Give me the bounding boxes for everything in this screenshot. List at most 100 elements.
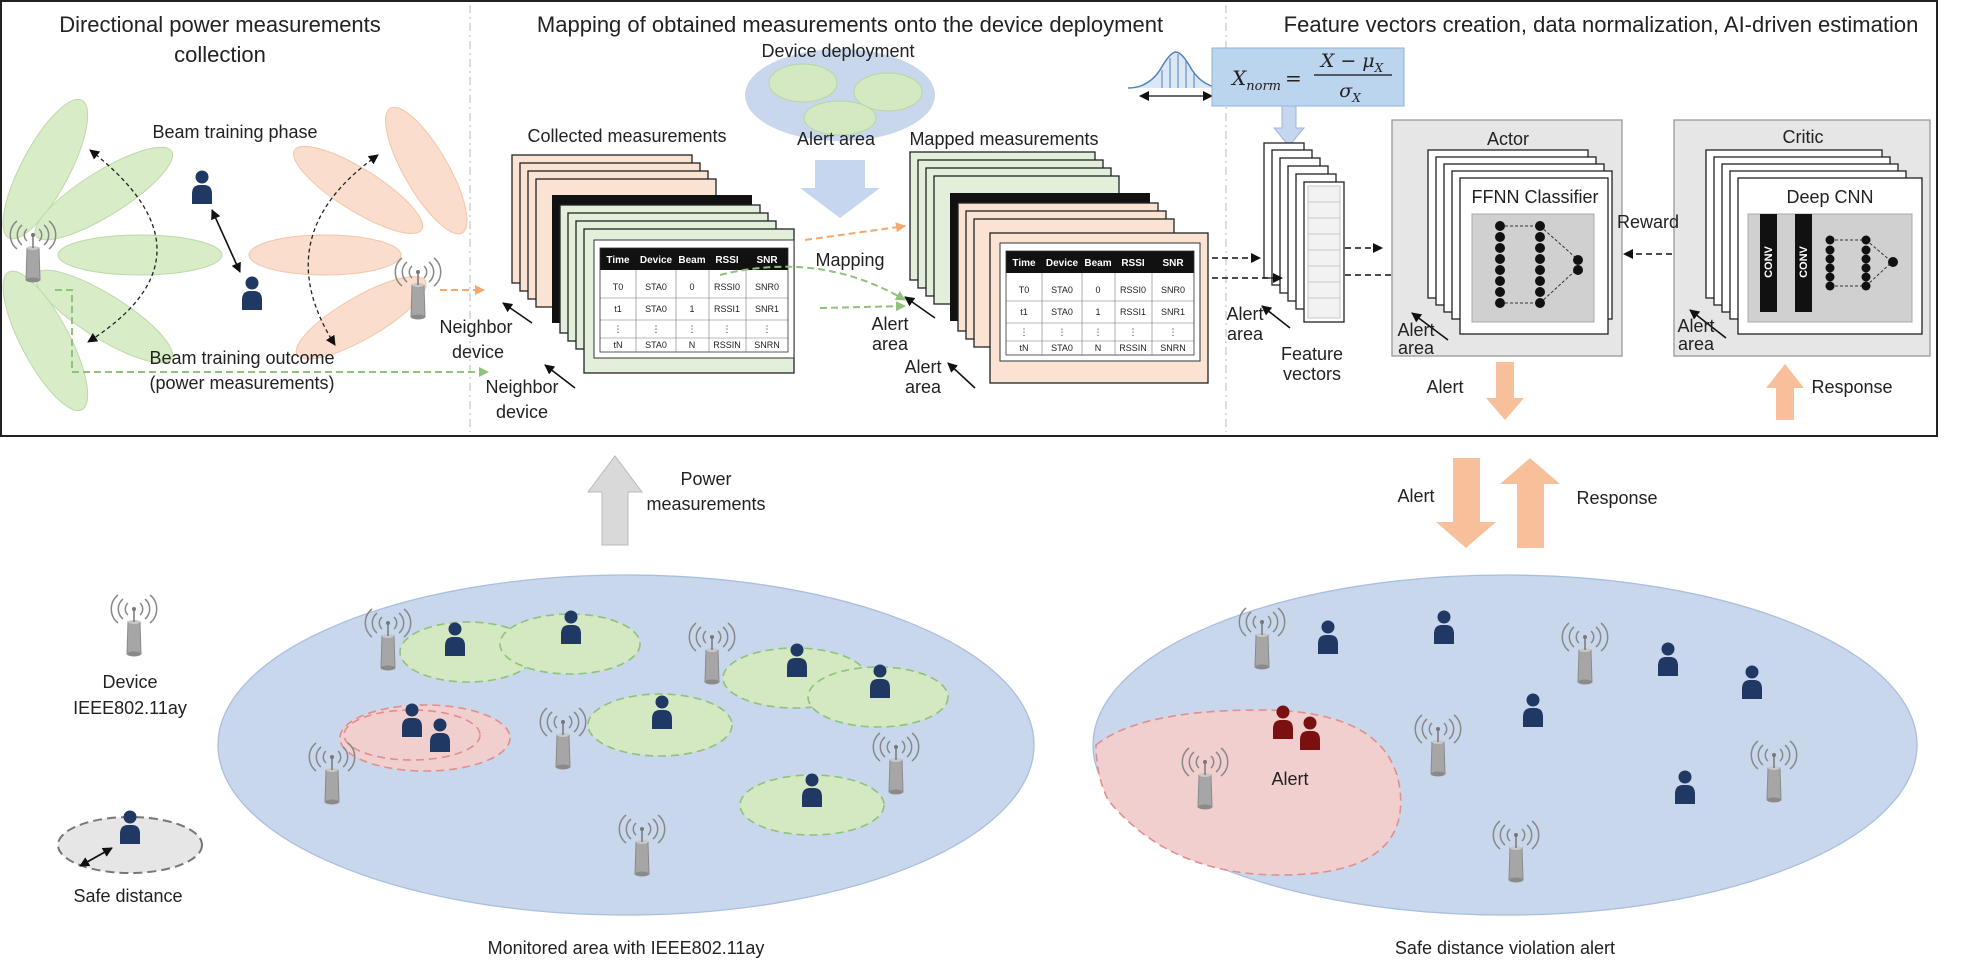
table-cell: STA0 [1051, 285, 1073, 295]
estimation-title: Feature vectors creation, data normaliza… [1284, 12, 1919, 37]
table-header-cell: Device [640, 255, 673, 266]
conv-label: CONV [1763, 245, 1775, 277]
deep-cnn-label: Deep CNN [1786, 187, 1873, 207]
legend-device-label: IEEE802.11ay [73, 698, 187, 718]
area-label: area [1227, 324, 1264, 344]
formula-lhs: Xnorm= [1230, 66, 1302, 94]
collected-measurements-label: Collected measurements [527, 126, 726, 146]
orange-sweep-arrow [307, 154, 379, 346]
response-up-arrow [1500, 458, 1560, 548]
deployment-zone [853, 72, 923, 112]
pointer-line [502, 302, 533, 324]
pointer-line [947, 362, 976, 389]
table-cell: ⋮ [614, 324, 623, 334]
formula-denominator: σX [1339, 80, 1361, 105]
table-cell: STA0 [645, 282, 667, 292]
normalization-down-arrow [1272, 105, 1306, 147]
table-cell: ⋮ [1020, 327, 1029, 337]
table-cell: RSSIN [1119, 343, 1147, 353]
table-header-cell: Device [1046, 258, 1079, 269]
legend-distance-arrow [79, 847, 113, 867]
alert-out-label: Alert [1426, 377, 1463, 397]
link-arrow [211, 209, 241, 273]
table-cell: RSSI0 [714, 282, 740, 292]
table-cell: t1 [614, 304, 622, 314]
table-cell: 1 [689, 304, 694, 314]
table-cell: tN [614, 340, 623, 350]
gaussian-icon [1127, 51, 1225, 101]
alert-label: Alert [871, 314, 908, 334]
outcome-label-line2: (power measurements) [149, 373, 334, 393]
formula-numerator: X − μX [1319, 50, 1384, 75]
table-cell: tN [1020, 343, 1029, 353]
response-in-label: Response [1811, 377, 1892, 397]
alert-zone-label: Alert [1271, 769, 1308, 789]
alert-out-arrow [1486, 362, 1524, 420]
table-header-cell: Beam [678, 255, 705, 266]
alert-down-arrow [1436, 458, 1496, 548]
feature-vectors-label: Feature [1281, 344, 1343, 364]
table-cell: RSSIN [713, 340, 741, 350]
table-cell: STA0 [1051, 343, 1073, 353]
legend-device-label: Device [102, 672, 157, 692]
table-cell: N [689, 340, 696, 350]
table-cell: SNR0 [1161, 285, 1185, 295]
table-cell: ⋮ [763, 324, 772, 334]
area-label: area [1678, 334, 1715, 354]
mapping-title: Mapping of obtained measurements onto th… [537, 12, 1163, 37]
table-header-cell: SNR [756, 255, 778, 266]
table-cell: RSSI1 [1120, 307, 1146, 317]
table-cell: 0 [689, 282, 694, 292]
pointer-line [1411, 312, 1449, 341]
collection-title-line2: collection [174, 42, 266, 67]
mapped-measurements-label: Mapped measurements [909, 129, 1098, 149]
actor-label: Actor [1487, 129, 1529, 149]
alert-label: Alert [1677, 316, 1714, 336]
area-label: area [905, 377, 942, 397]
legend-safe-distance-label: Safe distance [73, 886, 182, 906]
power-measurements-up-arrow [587, 455, 643, 546]
feature-vector-cells [1307, 185, 1341, 319]
table-cell: SNR1 [755, 304, 779, 314]
green-mapping-arrow [719, 265, 906, 301]
table-cell: ⋮ [1169, 327, 1178, 337]
table-cell: STA0 [645, 304, 667, 314]
table-header-cell: RSSI [715, 255, 739, 266]
power-measurements-label: Power [680, 469, 731, 489]
conv-layer [1760, 214, 1777, 312]
response-label: Response [1576, 488, 1657, 508]
table-header-cell: Time [606, 255, 630, 266]
device-label: device [452, 342, 504, 362]
deployment-zone [768, 63, 838, 103]
table-cell: ⋮ [1129, 327, 1138, 337]
orange-mapping-arrow [804, 222, 906, 241]
critic-label: Critic [1783, 127, 1824, 147]
alert-label: Alert [1397, 486, 1434, 506]
green-mapping-arrow [819, 301, 906, 312]
green-sweep-arrow [87, 149, 158, 343]
table-cell: 0 [1095, 285, 1100, 295]
normalization-formula-box [1211, 47, 1405, 107]
table-cell: SNR1 [1161, 307, 1185, 317]
table-header-cell: RSSI [1121, 258, 1145, 269]
table-header-cell: Beam [1084, 258, 1111, 269]
feature-vectors-label: vectors [1283, 364, 1341, 384]
monitored-area-label: Monitored area with IEEE802.11ay [488, 938, 765, 958]
alert-label: Alert [904, 357, 941, 377]
green-flow-arrow [55, 289, 489, 377]
ffnn-network [1495, 221, 1583, 308]
response-in-arrow [1766, 364, 1804, 420]
table-cell: T0 [613, 282, 624, 292]
table-cell: STA0 [645, 340, 667, 350]
area-label: area [872, 334, 909, 354]
table-cell: ⋮ [688, 324, 697, 334]
table-cell: ⋮ [652, 324, 661, 334]
mapping-down-arrow [800, 160, 880, 218]
table-cell: ⋮ [723, 324, 732, 334]
device-label: device [496, 402, 548, 422]
alert-area-label: Alert area [797, 129, 876, 149]
table-cell: t1 [1020, 307, 1028, 317]
area-label: area [1398, 338, 1435, 358]
table-cell: T0 [1019, 285, 1030, 295]
table-cell: SNRN [754, 340, 780, 350]
